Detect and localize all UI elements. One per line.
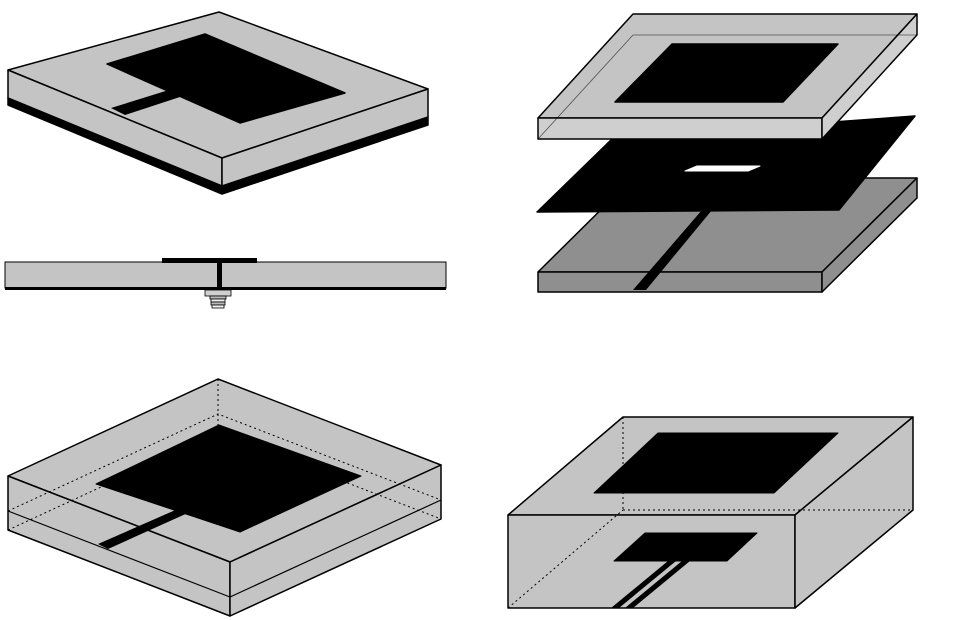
- inset-fed-patch-panel: [7, 11, 429, 195]
- ground-plane-side: [5, 287, 446, 290]
- patch-substrate-layer: [537, 13, 918, 140]
- probe-fed-side-view-panel: [4, 258, 447, 309]
- radiating-patch: [614, 43, 839, 103]
- radiating-patch: [106, 33, 346, 124]
- substrate-right-face: [794, 416, 914, 609]
- substrate-side: [4, 261, 447, 289]
- embedded-feed-line: [98, 508, 190, 549]
- coupling-slot: [684, 165, 761, 172]
- aperture-coupled-panel: [536, 13, 918, 293]
- feed-line-right: [625, 561, 690, 608]
- ground-plane-slot-layer: [536, 115, 916, 213]
- feed-line-left: [611, 561, 676, 608]
- substrate-right-face: [221, 88, 429, 187]
- radiating-patch: [593, 432, 839, 494]
- coax-connector-icon: [204, 289, 232, 309]
- probe-pin: [217, 262, 222, 290]
- patch-side: [162, 258, 257, 263]
- feed-line: [633, 210, 712, 290]
- radiating-patch: [95, 424, 362, 533]
- embedded-feed-patch-panel: [7, 378, 442, 617]
- microstrip-feed-line: [111, 89, 186, 115]
- proximity-coupled-panel: [507, 416, 914, 609]
